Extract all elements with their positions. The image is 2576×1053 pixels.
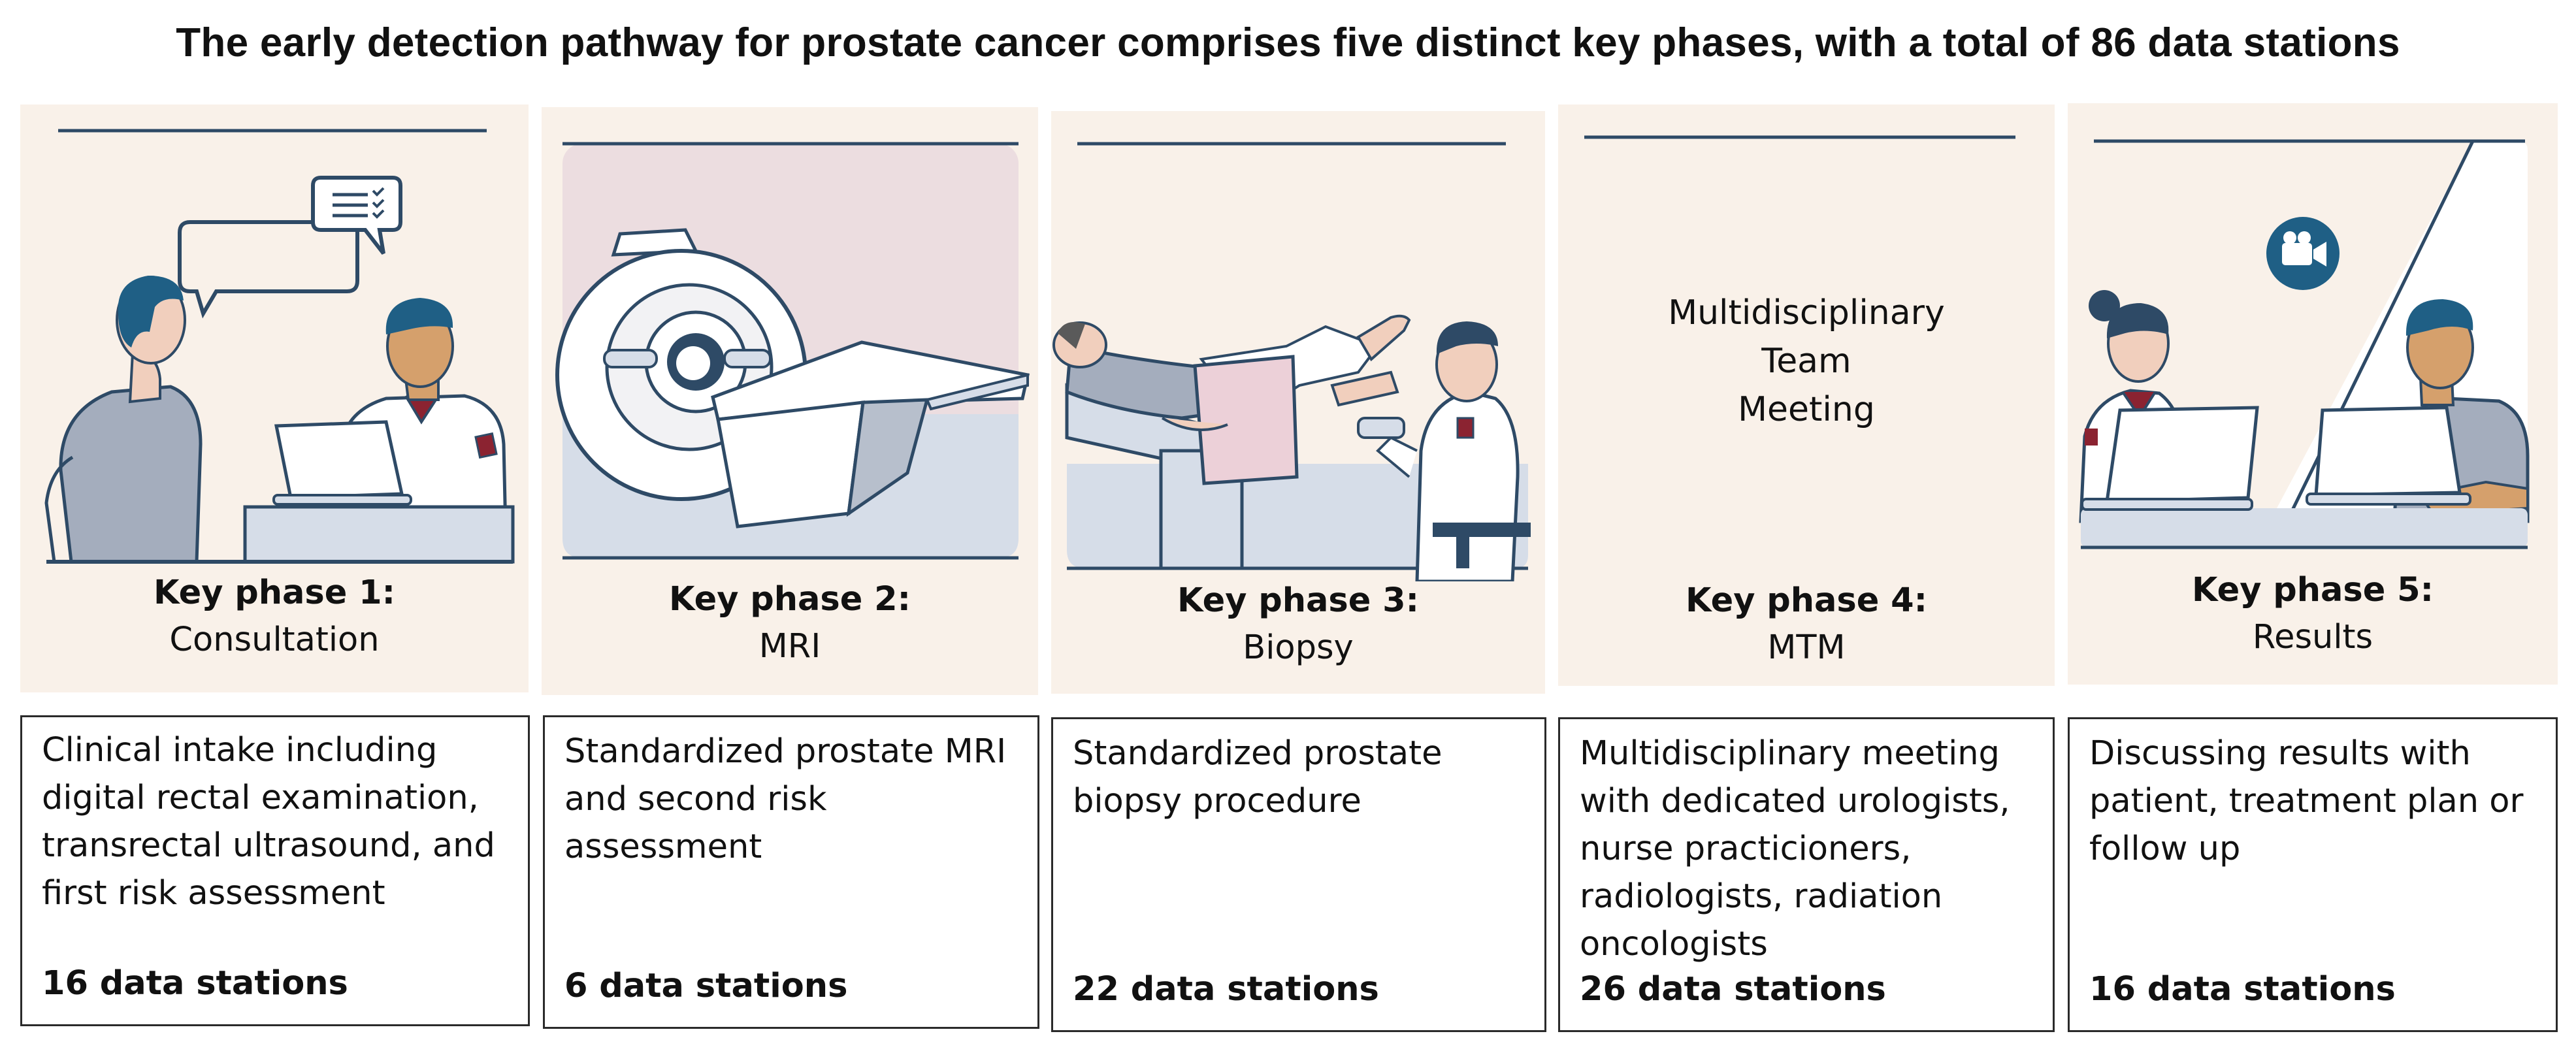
phase-1-description: Clinical intake including digital rectal… <box>42 731 495 913</box>
phase-2-description-box: Standardized prostate MRI and second ris… <box>543 715 1039 1029</box>
phase-4-data-stations: 26 data stations <box>1580 970 1886 1009</box>
phase-3-description-box: Standardized prostate biopsy procedure 2… <box>1051 717 1546 1032</box>
urologist-figure <box>1376 321 1531 581</box>
phase-5-name: Results <box>2252 618 2373 656</box>
phase-5-heading: Key phase 5: <box>2191 571 2434 609</box>
phase-5-description: Discussing results with patient, treatme… <box>2089 734 2524 868</box>
phase-4-name: MTM <box>1767 628 1846 667</box>
phase-5-description-box: Discussing results with patient, treatme… <box>2068 717 2558 1032</box>
phase-2-data-stations: 6 data stations <box>564 967 848 1005</box>
phase-1-name: Consultation <box>169 621 380 659</box>
phase-1-description-box: Clinical intake including digital rectal… <box>20 715 530 1026</box>
phase-5-panel: Key phase 5: Results <box>2068 103 2558 685</box>
phase-2-name: MRI <box>758 627 821 666</box>
phase-3-name: Biopsy <box>1243 628 1354 667</box>
phase-1-heading: Key phase 1: <box>153 574 396 612</box>
phase-5-data-stations: 16 data stations <box>2089 970 2396 1009</box>
consultation-illustration <box>44 129 515 564</box>
laptop-right <box>2306 406 2471 506</box>
phase-4-panel: Multidisciplinary Team Meeting Key phase… <box>1558 105 2055 686</box>
page-title: The early detection pathway for prostate… <box>176 20 2400 65</box>
phase-2-description: Standardized prostate MRI and second ris… <box>564 732 1007 866</box>
phase-1-panel: Key phase 1: Consultation <box>20 105 529 692</box>
results-illustration <box>2079 139 2530 549</box>
phase-3-description: Standardized prostate biopsy procedure <box>1073 734 1443 820</box>
phase-4-heading: Key phase 4: <box>1685 581 1928 620</box>
speech-bubble-icon <box>178 220 359 319</box>
mtm-illustration <box>1584 135 2015 139</box>
laptop-left <box>2081 406 2259 511</box>
mtm-label-line-1: Multidisciplinary <box>1668 293 1945 332</box>
mri-illustration <box>555 142 1030 560</box>
phase-3-data-stations: 22 data stations <box>1073 970 1379 1009</box>
mtm-label-line-3: Meeting <box>1738 390 1875 429</box>
checklist-icon <box>311 176 402 255</box>
phase-2-heading: Key phase 2: <box>668 580 911 619</box>
mri-table <box>711 340 1030 528</box>
phase-4-description-box: Multidisciplinary meeting with dedicated… <box>1558 717 2055 1032</box>
phase-4-description: Multidisciplinary meeting with dedicated… <box>1580 734 2010 964</box>
patient-lying <box>1052 314 1411 485</box>
phase-1-data-stations: 16 data stations <box>42 964 348 1003</box>
phase-2-panel: Key phase 2: MRI <box>542 107 1038 695</box>
video-camera-icon <box>2266 217 2340 290</box>
phase-3-heading: Key phase 3: <box>1177 581 1420 620</box>
phase-3-panel: Key phase 3: Biopsy <box>1051 111 1545 694</box>
mtm-label-line-2: Team <box>1761 342 1851 381</box>
patient-figure <box>44 276 203 564</box>
biopsy-illustration <box>1052 142 1531 581</box>
